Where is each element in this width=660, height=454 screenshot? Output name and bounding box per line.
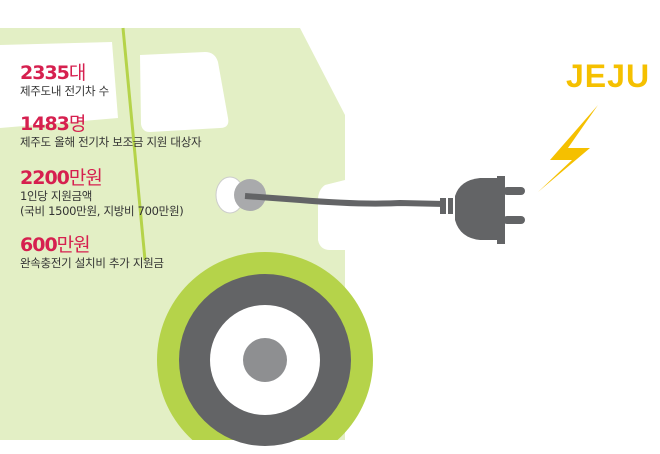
door-line: [121, 27, 147, 261]
stat-desc: 완속충전기 설치비 추가 지원금: [20, 256, 164, 270]
stat-value: 2335: [20, 62, 70, 84]
stat-ev-count: 2335대 제주도내 전기차 수: [20, 62, 109, 99]
stat-desc: 제주도내 전기차 수: [20, 84, 109, 98]
stat-value: 2200: [20, 167, 70, 189]
stat-unit: 만원: [68, 167, 103, 189]
stat-charger-subsidy: 600만원 완속충전기 설치비 추가 지원금: [20, 234, 164, 271]
hub: [243, 338, 287, 382]
stat-per-person-subsidy: 2200만원 1인당 지원금액 (국비 1500만원, 지방비 700만원): [20, 167, 184, 219]
stat-unit: 대: [68, 62, 87, 84]
stat-value: 600: [20, 234, 58, 256]
stat-unit: 만원: [56, 234, 91, 256]
rear-window: [140, 52, 229, 132]
stat-desc-detail: (국비 1500만원, 지방비 700만원): [20, 204, 184, 218]
charging-cable: [244, 193, 446, 207]
lightning-bolt-icon: [538, 105, 598, 192]
stat-subsidy-recipients: 1483명 제주도 올해 전기차 보조금 지원 대상자: [20, 113, 202, 150]
stat-unit: 명: [68, 113, 87, 135]
stat-desc: 제주도 올해 전기차 보조금 지원 대상자: [20, 135, 202, 149]
stat-desc: 1인당 지원금액: [20, 189, 93, 203]
rear-panel-cutout: [318, 180, 345, 250]
stat-value: 1483: [20, 113, 70, 135]
front-window-glass: [0, 42, 118, 128]
plug-icon: [440, 176, 525, 244]
jeju-title: JEJU: [566, 58, 651, 94]
